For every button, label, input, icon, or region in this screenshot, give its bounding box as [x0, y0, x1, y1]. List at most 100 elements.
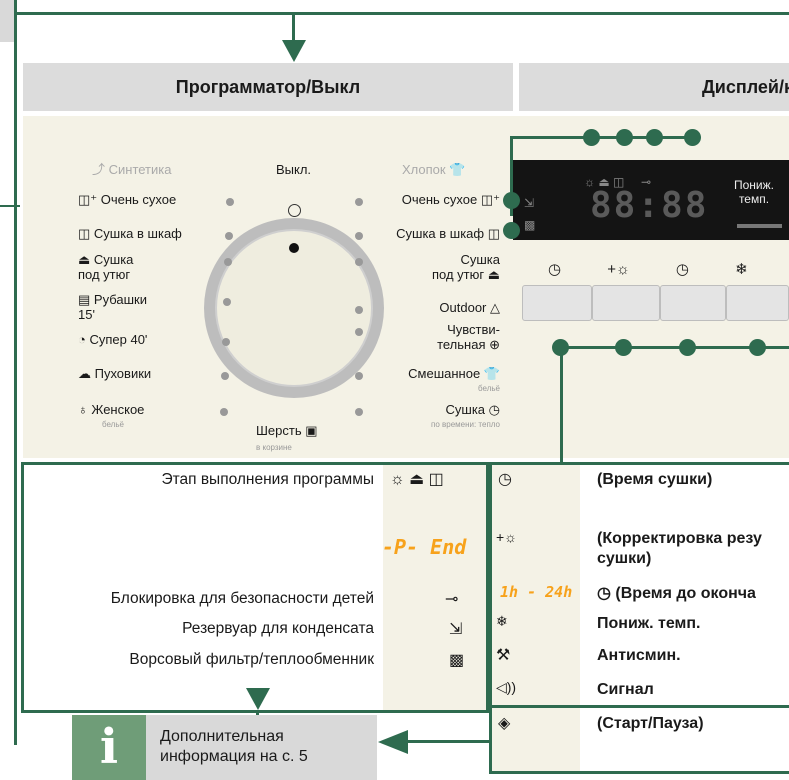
button-adjust[interactable] — [592, 285, 660, 321]
display-left-icons: ⇲▩ — [524, 196, 536, 232]
display-digits: 88:88 — [590, 185, 709, 226]
program-dot — [222, 338, 230, 346]
delay-text: ◷ (Время до оконча — [597, 585, 756, 602]
programmer-header: Программатор/Выкл — [23, 63, 513, 111]
dry-time-text: (Время сушки) — [597, 471, 713, 488]
program-left-0: ◫⁺ Очень сухое — [78, 192, 177, 207]
cotton-group: Хлопок 👕 — [402, 162, 466, 177]
program-left-1: ◫ Сушка в шкаф — [78, 226, 182, 241]
start-text: (Старт/Пауза) — [597, 715, 704, 732]
signal-icon: ◁)) — [496, 679, 517, 695]
program-dot — [355, 328, 363, 336]
stages-label: Этап выполнения программы — [161, 471, 374, 488]
program-dot — [355, 372, 363, 380]
low-temp-text: Пониж. темп. — [597, 615, 701, 632]
anticrease-text: Антисмин. — [597, 647, 681, 664]
program-left-2: ⏏ Сушка под утюг — [78, 252, 134, 282]
left-connector — [0, 205, 20, 207]
tank-icon: ⇲ — [449, 621, 463, 638]
start-divider — [492, 705, 789, 708]
program-dot — [355, 258, 363, 266]
adjust-icon: +☼ — [496, 529, 518, 545]
program-right-sub: по времени: тепло — [431, 420, 500, 429]
arrow-down-icon — [282, 40, 306, 62]
connector-dot — [503, 192, 520, 209]
wool-label: Шерсть ▣в корзине — [256, 423, 318, 452]
arrow-down-icon — [246, 688, 270, 710]
low-temp-icon: ❄ — [496, 613, 508, 629]
stages-icons: ☼ ⏏ ◫ — [390, 471, 444, 488]
display-icons-top: ☼ ⏏ ◫ ⊸ — [584, 175, 652, 189]
program-dot — [355, 306, 363, 314]
program-dot — [355, 408, 363, 416]
connector-dot — [684, 129, 701, 146]
display-header: Дисплей/к — [519, 63, 789, 111]
key-icon: ⊸ — [445, 591, 459, 608]
program-left-sub: бельё — [102, 420, 124, 429]
connector-dot — [583, 129, 600, 146]
top-guide-line — [14, 0, 17, 745]
program-dial[interactable] — [199, 213, 389, 403]
filter-icon: ▩ — [449, 652, 465, 669]
anticrease-icon: ⚒ — [496, 647, 511, 664]
program-dot — [355, 198, 363, 206]
info-connector-h — [405, 740, 489, 743]
program-codes: -P- End — [382, 535, 467, 559]
info-text: Дополнительная информация на с. 5 — [160, 728, 308, 765]
synthetics-group: ⤴ Синтетика — [92, 162, 172, 177]
connector-dot — [615, 339, 632, 356]
program-left-3: ▤ Рубашки 15' — [78, 292, 147, 322]
right-icon-column — [492, 465, 580, 771]
filter-label: Ворсовый фильтр/теплообменник — [129, 651, 374, 668]
button-dry-time[interactable] — [522, 285, 592, 321]
child-lock-label: Блокировка для безопасности детей — [110, 590, 374, 607]
button-icons-row: ◷ +☼ ◷ ❄ — [548, 261, 748, 278]
info-icon: i — [72, 715, 146, 780]
button-delay[interactable] — [660, 285, 726, 321]
dial-marker — [289, 243, 299, 253]
connector-dot — [552, 339, 569, 356]
program-right-4: Чувстви- тельная ⊕ — [437, 322, 500, 352]
condenser-label: Резервуар для конденсата — [182, 620, 374, 637]
right-legend-frame: ◷ (Время сушки) +☼ (Корректировка резу с… — [489, 462, 789, 774]
grey-tab — [0, 0, 14, 42]
basket-icon: ▣ — [305, 423, 318, 438]
program-right-3: Outdoor △ — [439, 300, 500, 315]
program-dot — [355, 232, 363, 240]
program-right-sub: бельё — [478, 384, 500, 393]
program-right-6: Сушка ◷по времени: тепло — [431, 402, 500, 432]
program-left-4: ◔ Супер 40' — [78, 332, 148, 347]
connector-dot — [503, 222, 520, 239]
connector-dot — [749, 339, 766, 356]
delay-code: 1h - 24h — [500, 583, 573, 601]
left-legend-frame: Этап выполнения программы ☼ ⏏ ◫ -P- End … — [21, 462, 489, 713]
off-indicator — [288, 204, 301, 217]
program-right-0: Очень сухое ◫⁺ — [401, 192, 500, 207]
connector-dot — [679, 339, 696, 356]
arrow-left-icon — [378, 730, 408, 754]
program-dot — [221, 372, 229, 380]
legend-icon-column — [383, 465, 486, 710]
low-temp-label: Пониж. темп. — [734, 178, 774, 206]
button-low-temp[interactable] — [726, 285, 789, 321]
connector-line — [560, 346, 563, 462]
start-icon: ◈ — [498, 715, 511, 732]
low-temp-bar — [737, 224, 782, 228]
adjust-text: (Корректировка резу сушки) — [597, 530, 762, 567]
top-guide-line-v — [292, 12, 295, 42]
top-guide-line-h — [14, 12, 789, 15]
info-box: i Дополнительная информация на с. 5 — [72, 715, 377, 780]
signal-text: Сигнал — [597, 681, 654, 698]
program-right-1: Сушка в шкаф ◫ — [396, 226, 500, 241]
program-dot — [220, 408, 228, 416]
program-left-5: ☁ Пуховики — [78, 366, 152, 381]
connector-dot — [616, 129, 633, 146]
program-right-2: Сушка под утюг ⏏ — [431, 252, 500, 282]
program-dot — [225, 232, 233, 240]
connector-line — [560, 346, 789, 349]
connector-line — [510, 136, 513, 216]
clock-icon: ◷ — [498, 471, 512, 488]
program-dot — [226, 198, 234, 206]
program-dot — [223, 298, 231, 306]
